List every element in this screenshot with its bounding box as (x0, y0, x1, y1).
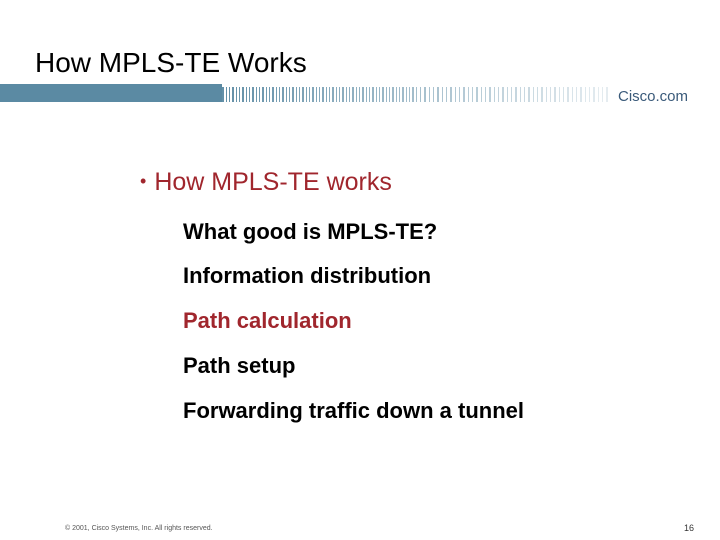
header-band-solid (0, 84, 222, 102)
sub-item-what-good: What good is MPLS-TE? (183, 219, 438, 244)
bullet-icon: • (140, 171, 147, 191)
sub-item-forwarding-traffic: Forwarding traffic down a tunnel (183, 398, 524, 423)
main-bullet-label: How MPLS-TE works (154, 168, 392, 196)
header-band-stripes (222, 87, 608, 102)
page-number: 16 (684, 523, 695, 533)
footer-copyright: © 2001, Cisco Systems, Inc. All rights r… (65, 525, 213, 532)
brand-logo: Cisco.com (618, 88, 689, 105)
sub-item-path-setup: Path setup (183, 353, 296, 378)
header-band (0, 84, 608, 102)
sub-item-information-distribution: Information distribution (183, 263, 432, 288)
slide-title: How MPLS-TE Works (35, 47, 307, 78)
sub-item-path-calculation: Path calculation (183, 308, 352, 333)
main-bullet: • How MPLS-TE works (140, 168, 392, 197)
